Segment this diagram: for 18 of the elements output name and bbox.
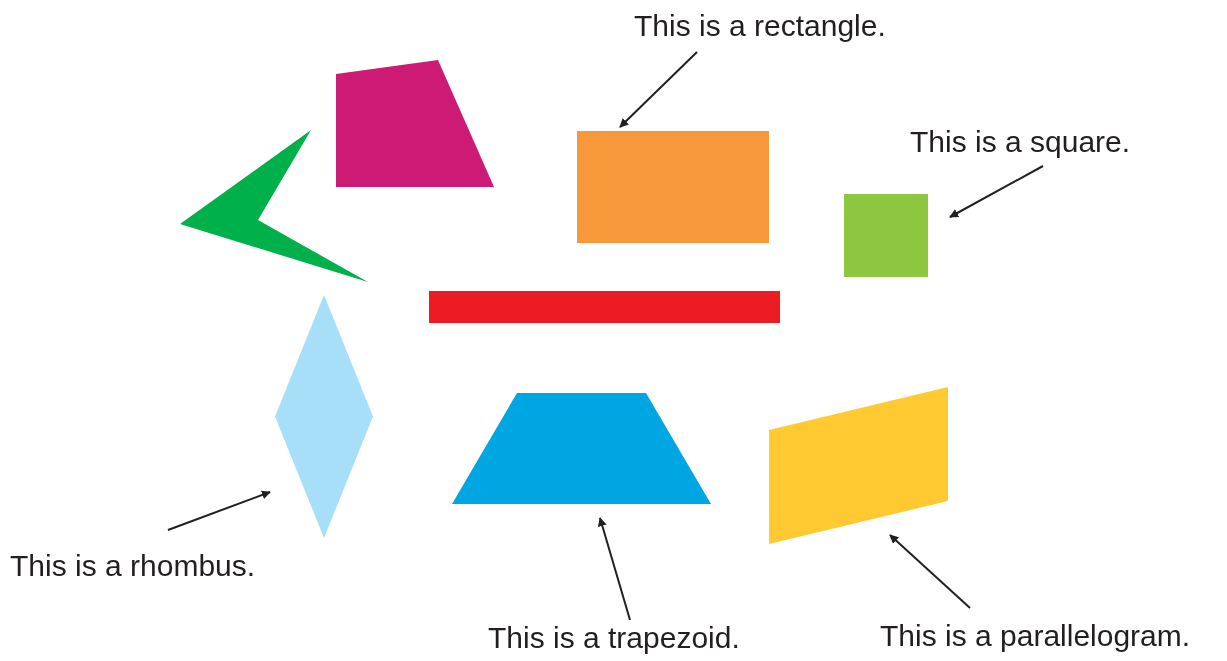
- shape-caption: This is a square.: [910, 124, 1131, 160]
- leader-arrow: [949, 165, 1044, 218]
- bar-shape: [429, 291, 780, 323]
- rhombus-shape: [275, 295, 373, 538]
- trapezoid-shape: [452, 393, 711, 504]
- rectangle-shape: [577, 131, 769, 243]
- dart-shape: [180, 130, 368, 282]
- quadrilateral-shape: [336, 60, 494, 187]
- shape-caption: This is a rhombus.: [10, 548, 256, 584]
- leader-arrow: [597, 517, 631, 621]
- leader-arrow: [619, 51, 698, 128]
- leader-arrow: [167, 490, 271, 531]
- shape-caption: This is a trapezoid.: [488, 620, 740, 656]
- square-shape: [844, 194, 928, 277]
- leader-arrow: [889, 534, 971, 609]
- parallelogram-shape: [769, 387, 948, 544]
- shape-caption: This is a parallelogram.: [880, 618, 1191, 654]
- shape-caption: This is a rectangle.: [634, 8, 886, 44]
